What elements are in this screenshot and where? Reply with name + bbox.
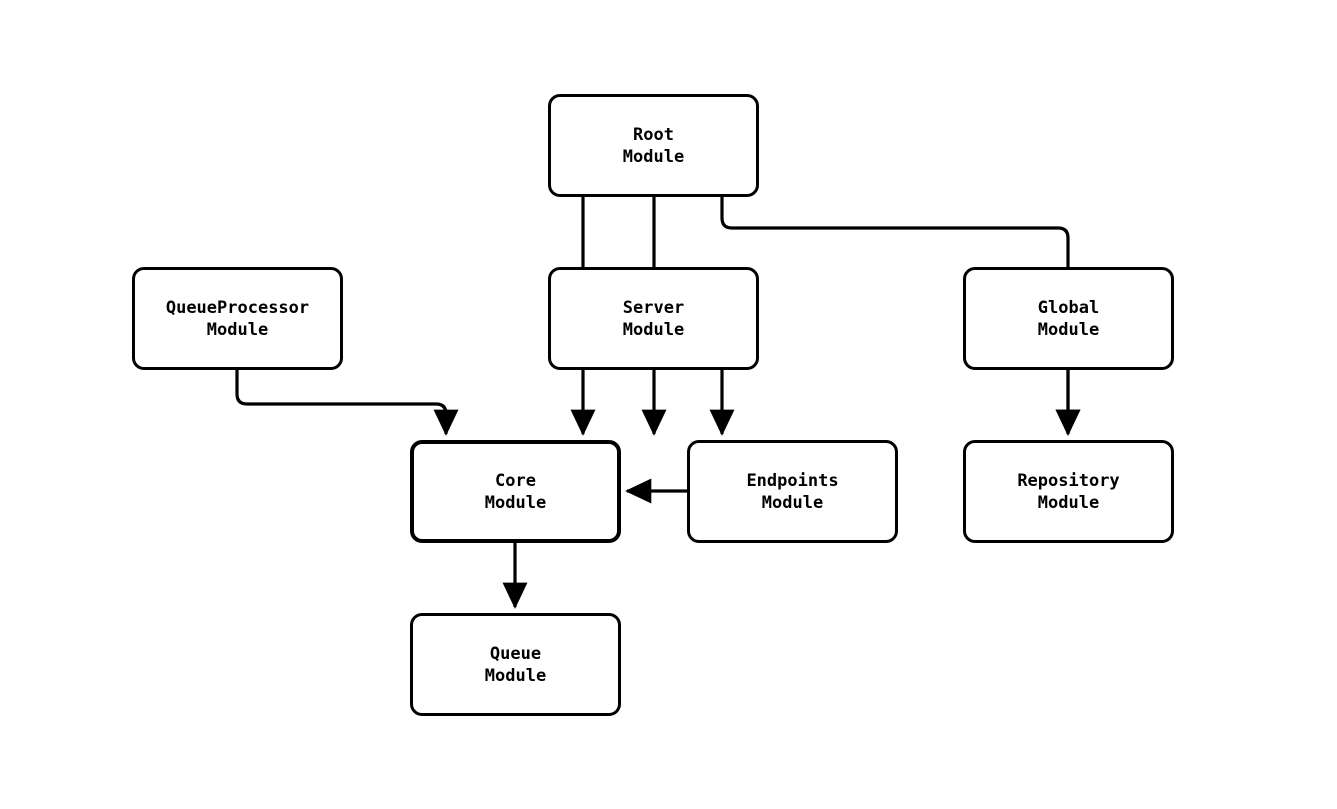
global-module-label-line2: Module xyxy=(1037,319,1100,340)
endpoints-module-label-line1: Endpoints xyxy=(746,470,839,491)
endpoints-module-label-line2: Module xyxy=(761,492,824,513)
edge-queueprocessor-to-core xyxy=(235,370,459,436)
server-module-label-line2: Module xyxy=(622,319,685,340)
core-module-node[interactable]: Core Module xyxy=(410,440,621,543)
queueprocessor-module-node[interactable]: QueueProcessor Module xyxy=(132,267,343,370)
global-module-node[interactable]: Global Module xyxy=(963,267,1174,370)
edge-root-to-global xyxy=(720,197,1081,436)
root-module-node[interactable]: Root Module xyxy=(548,94,759,197)
root-module-label-line1: Root xyxy=(633,124,674,145)
core-module-label-line2: Module xyxy=(484,492,547,513)
endpoints-module-node[interactable]: Endpoints Module xyxy=(687,440,898,543)
queueprocessor-module-label-line1: QueueProcessor xyxy=(165,297,310,318)
server-module-label-line1: Server xyxy=(622,297,685,318)
queue-module-node[interactable]: Queue Module xyxy=(410,613,621,716)
root-module-label-line2: Module xyxy=(622,146,685,167)
queue-module-label-line1: Queue xyxy=(489,643,542,664)
queueprocessor-module-label-line2: Module xyxy=(206,319,269,340)
repository-module-label-line1: Repository xyxy=(1017,470,1120,491)
repository-module-label-line2: Module xyxy=(1037,492,1100,513)
server-module-node[interactable]: Server Module xyxy=(548,267,759,370)
queue-module-label-line2: Module xyxy=(484,665,547,686)
core-module-label-line1: Core xyxy=(495,470,536,491)
global-module-label-line1: Global xyxy=(1037,297,1100,318)
repository-module-node[interactable]: Repository Module xyxy=(963,440,1174,543)
